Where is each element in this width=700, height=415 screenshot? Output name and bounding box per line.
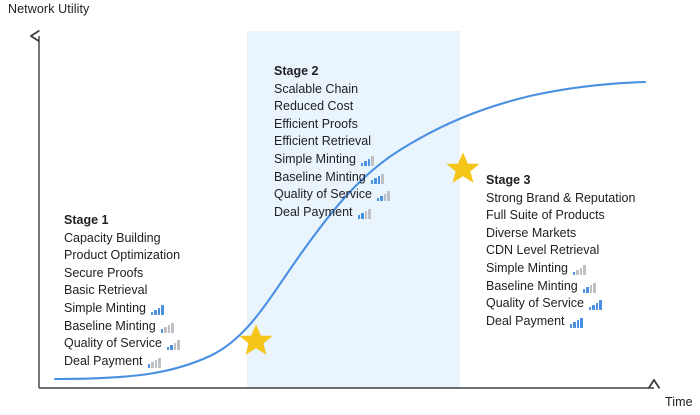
y-axis-label: Network Utility — [8, 2, 90, 16]
stage-2-item-label: Efficient Retrieval — [274, 134, 372, 149]
stage-2-item-label: Reduced Cost — [274, 99, 354, 114]
stage-3-item-label: Diverse Markets — [486, 225, 577, 240]
stage-1-item-label: Deal Payment — [64, 353, 143, 368]
stage-2-item: Reduced Cost — [274, 98, 390, 116]
stage-1-item: Capacity Building — [64, 230, 180, 248]
stage-1-item: Basic Retrieval — [64, 282, 180, 300]
stage-2-item: Quality of Service — [274, 186, 390, 204]
stage-3-item: Diverse Markets — [486, 225, 635, 243]
stage-3-item: Simple Minting — [486, 260, 635, 278]
stage-3-item-label: Full Suite of Products — [486, 208, 605, 223]
stage-2-item: Scalable Chain — [274, 81, 390, 99]
stage-2-title: Stage 2 — [274, 64, 319, 78]
stage-1-item-label: Quality of Service — [64, 336, 162, 351]
stage-3-item: Full Suite of Products — [486, 207, 635, 225]
signal-strength-icon — [569, 317, 583, 328]
stage-2-highlight-band — [247, 31, 460, 388]
milestone-star-stage2-to-stage3 — [446, 152, 480, 183]
stage-1-item: Deal Payment — [64, 353, 180, 371]
signal-strength-icon — [572, 265, 586, 276]
signal-strength-icon — [588, 300, 602, 311]
stage-3-item: Baseline Minting — [486, 278, 635, 296]
stage-2-item-label: Efficient Proofs — [274, 116, 358, 131]
signal-strength-icon — [376, 191, 390, 202]
stage-1-item-label: Simple Minting — [64, 300, 146, 315]
signal-strength-icon — [360, 156, 374, 167]
stage-3-item: Strong Brand & Reputation — [486, 190, 635, 208]
signal-strength-icon — [160, 322, 174, 333]
signal-strength-icon — [166, 340, 180, 351]
stage-3-item-label: CDN Level Retrieval — [486, 243, 600, 258]
stage-2-item-label: Simple Minting — [274, 151, 356, 166]
stage-2-item-label: Deal Payment — [274, 204, 353, 219]
stage-2-item: Deal Payment — [274, 204, 390, 222]
stage-2-item: Baseline Minting — [274, 169, 390, 187]
stage-2-item-label: Quality of Service — [274, 187, 372, 202]
stage-1-item: Quality of Service — [64, 335, 180, 353]
stage-1-item: Baseline Minting — [64, 318, 180, 336]
stage-1-item-label: Product Optimization — [64, 248, 181, 263]
stage-3-item-label: Deal Payment — [486, 313, 565, 328]
stage-2-item-label: Scalable Chain — [274, 81, 359, 96]
stage-3-item-label: Baseline Minting — [486, 278, 578, 293]
stage-2-item-label: Baseline Minting — [274, 169, 366, 184]
signal-strength-icon — [370, 173, 384, 184]
x-axis-label: Time — [665, 395, 693, 409]
stage-1-item: Secure Proofs — [64, 265, 180, 283]
stage-3-item-label: Quality of Service — [486, 296, 584, 311]
stage-3-item: Deal Payment — [486, 313, 635, 331]
stage-1-item: Product Optimization — [64, 247, 180, 265]
stage-3-item-label: Strong Brand & Reputation — [486, 190, 636, 205]
stage-1-item-label: Baseline Minting — [64, 318, 156, 333]
stage-1-title: Stage 1 — [64, 213, 109, 227]
signal-strength-icon — [147, 357, 161, 368]
stage-3-item: CDN Level Retrieval — [486, 242, 635, 260]
stage-3-item-label: Simple Minting — [486, 260, 568, 275]
stage-2-item: Efficient Proofs — [274, 116, 390, 134]
utility-curve — [53, 80, 647, 381]
stage-2-item: Simple Minting — [274, 151, 390, 169]
stage-1-item-label: Secure Proofs — [64, 265, 144, 280]
stage-1-item-label: Capacity Building — [64, 230, 161, 245]
signal-strength-icon — [582, 282, 596, 293]
stage-1-item: Simple Minting — [64, 300, 180, 318]
stage-3-title: Stage 3 — [486, 173, 531, 187]
stage-1-item-label: Basic Retrieval — [64, 283, 148, 298]
stage-2-item: Efficient Retrieval — [274, 133, 390, 151]
signal-strength-icon — [150, 305, 164, 316]
signal-strength-icon — [357, 208, 371, 219]
stage-3-item: Quality of Service — [486, 295, 635, 313]
milestone-star-stage1-to-stage2 — [239, 324, 273, 355]
